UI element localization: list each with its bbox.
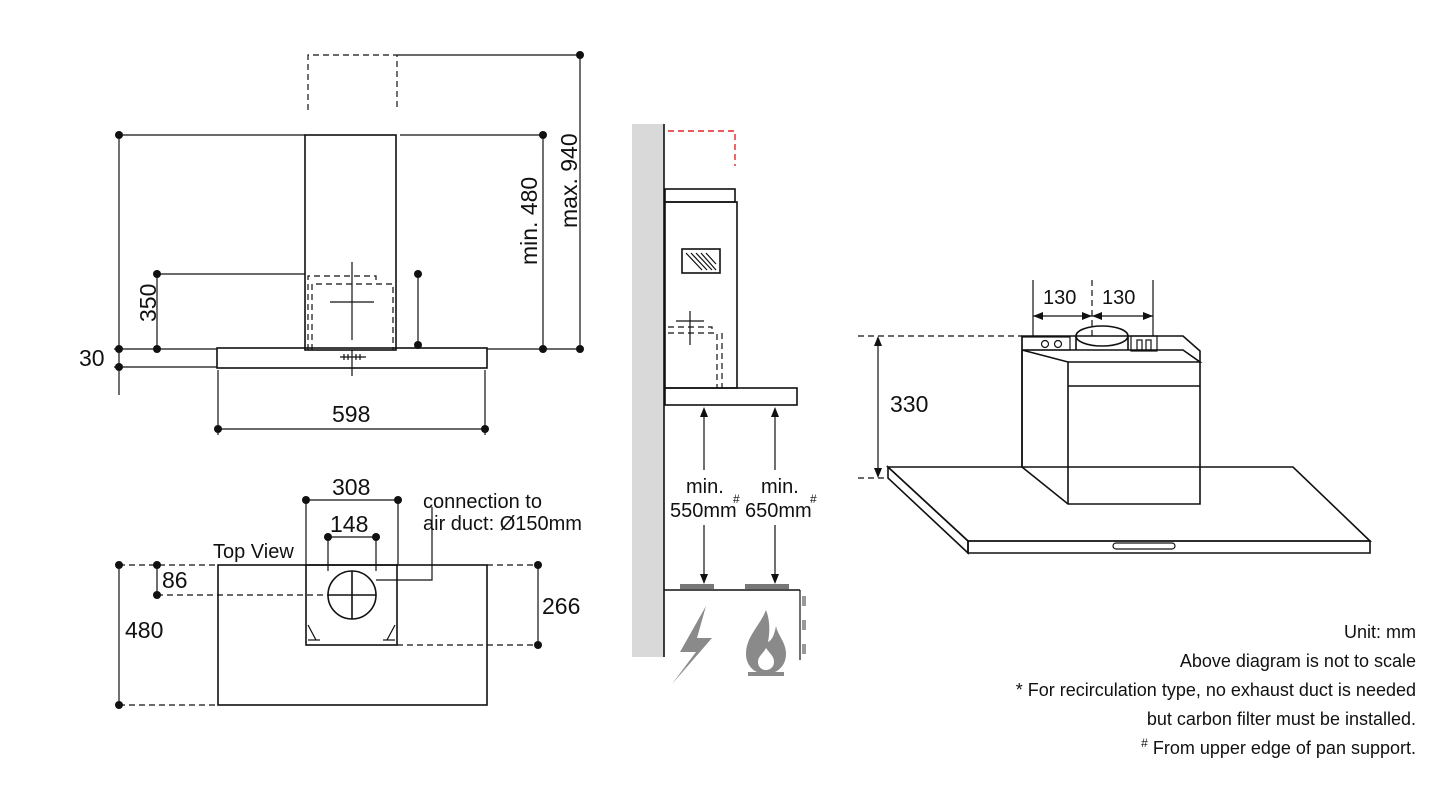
duct-connection-line1: connection to <box>423 491 542 513</box>
note-recirc-line2: but carbon filter must be installed. <box>1147 709 1416 729</box>
hash-electric: # <box>733 492 740 506</box>
front-view: 30 350 min. 480 max. 940 598 <box>79 51 584 435</box>
dim-depth-266: 266 <box>542 593 580 619</box>
dim-max-940: max. 940 <box>556 133 582 228</box>
iso-view: 130 130 330 <box>858 280 1372 555</box>
dim-130-right: 130 <box>1102 287 1135 309</box>
dim-width-598: 598 <box>332 401 370 427</box>
note-unit: Unit: mm <box>1344 622 1416 642</box>
dim-duct-148: 148 <box>330 511 368 537</box>
min-label-gas: min. <box>761 476 799 498</box>
dim-chimney-308: 308 <box>332 474 370 500</box>
top-view: Top View 308 148 connection to air duct:… <box>115 474 582 709</box>
note-recirc-line1: * For recirculation type, no exhaust duc… <box>1016 680 1416 700</box>
min-label-electric: min. <box>686 476 724 498</box>
note-scale: Above diagram is not to scale <box>1180 651 1416 671</box>
dim-height-330: 330 <box>890 391 928 417</box>
dim-min-480: min. 480 <box>516 177 542 265</box>
dim-hood-thickness: 30 <box>79 345 105 371</box>
dim-130-left: 130 <box>1043 287 1076 309</box>
top-view-title: Top View <box>213 541 294 563</box>
hash-gas: # <box>810 492 817 506</box>
notes: Unit: mm Above diagram is not to scale *… <box>1016 622 1416 758</box>
dim-depth-480: 480 <box>125 617 163 643</box>
wall <box>632 124 664 657</box>
note-pan-support-text: From upper edge of pan support. <box>1148 738 1416 758</box>
side-view: min. 550mm # min. 650mm # <box>632 124 817 684</box>
note-pan-support: # From upper edge of pan support. <box>1141 736 1416 758</box>
clearance-electric: 550mm <box>670 500 737 522</box>
note-hash-symbol: # <box>1141 736 1148 750</box>
electric-bolt-icon <box>672 606 712 684</box>
dim-chimney-350: 350 <box>135 284 161 322</box>
duct-connection-line2: air duct: Ø150mm <box>423 513 582 535</box>
gas-flame-icon <box>746 610 786 676</box>
clearance-gas: 650mm <box>745 500 812 522</box>
dim-depth-86: 86 <box>162 567 188 593</box>
